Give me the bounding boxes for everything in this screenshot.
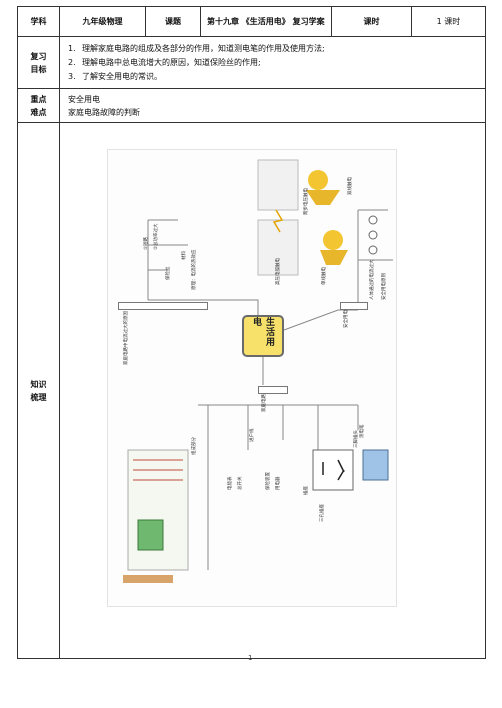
bottom-sub-item: 测电笔: [360, 424, 365, 439]
left-sub-item: 材料: [182, 251, 187, 260]
bottom-sub-item: 三脚插头: [354, 430, 359, 448]
goal-item: 2. 理解电路中总电流增大的原因，知道保险丝的作用;: [68, 57, 261, 67]
right-sub-item: 高压电弧触电: [276, 258, 281, 285]
branch-bottom-label: 家庭电路: [262, 394, 267, 412]
header-row: 学科 九年级物理 课题 第十九章 《生活用电》 复习学案 课时 1 课时: [17, 6, 486, 37]
bottom-sub-item: 总开关: [238, 476, 243, 491]
right-sub-item: 人体通过的电流过大: [370, 259, 375, 301]
key-points-row: 重点难点 安全用电 家庭电路故障的判断: [17, 88, 486, 123]
bottom-sub-item: 进户线: [250, 428, 255, 443]
center-node: 生活用电: [242, 315, 284, 357]
right-sub-item: 单线触电: [322, 267, 327, 285]
right-sub-item: 双线触电: [348, 177, 353, 195]
topic-label: 课题: [145, 6, 201, 37]
subject-label: 学科: [17, 6, 60, 37]
mind-map-lines: [123, 159, 393, 583]
branch-right-box: [340, 302, 368, 310]
key-points-label: 重点难点: [17, 88, 60, 123]
bottom-sub-item: 电能表: [228, 476, 233, 491]
mind-map: 家庭电路中电流过大的原因 安全用电 家庭电路 生活用电 ①短路 ②总功率过大 保…: [107, 149, 397, 607]
left-sub-item: 保险丝: [166, 266, 171, 281]
bottom-sub-item: 保险装置: [266, 472, 271, 490]
goals-content: 1. 理解家庭电路的组成及各部分的作用，知道测电笔的作用及使用方法; 2. 理解…: [59, 36, 486, 89]
knowledge-label: 知识梳理: [17, 122, 60, 659]
bottom-sub-item: 三孔插座: [320, 504, 325, 522]
goal-item: 3. 了解安全用电的常识。: [68, 71, 162, 81]
knowledge-row: 知识梳理: [17, 122, 486, 659]
topic-value: 第十九章 《生活用电》 复习学案: [200, 6, 332, 37]
right-sub-item: 安全用电原则: [382, 273, 387, 300]
key-point-item: 安全用电: [68, 94, 100, 104]
knowledge-content: 家庭电路中电流过大的原因 安全用电 家庭电路 生活用电 ①短路 ②总功率过大 保…: [59, 122, 486, 659]
bottom-sub-item: 组成部分: [192, 437, 197, 455]
branch-bottom-box: [258, 386, 288, 394]
branch-left-box: [118, 302, 208, 310]
bottom-sub-item: 插座: [304, 486, 309, 495]
lesson-plan-table: 学科 九年级物理 课题 第十九章 《生活用电》 复习学案 课时 1 课时 复习目…: [17, 6, 486, 659]
key-points-content: 安全用电 家庭电路故障的判断: [59, 88, 486, 123]
goal-item: 1. 理解家庭电路的组成及各部分的作用，知道测电笔的作用及使用方法;: [68, 43, 325, 53]
goals-label: 复习目标: [17, 36, 60, 89]
bottom-sub-item: 用电器: [276, 476, 281, 491]
right-sub-item: 跨步电压触电: [304, 188, 309, 215]
left-sub-item: 原理：电流的热效应: [192, 249, 197, 291]
goals-row: 复习目标 1. 理解家庭电路的组成及各部分的作用，知道测电笔的作用及使用方法; …: [17, 36, 486, 89]
page-number: 1: [248, 654, 253, 662]
branch-left-label: 家庭电路中电流过大的原因: [124, 311, 129, 365]
left-sub-item: ①短路: [144, 236, 149, 250]
branch-right-label: 安全用电: [344, 310, 349, 328]
left-sub-item: ②总功率过大: [154, 223, 159, 250]
period-label: 课时: [331, 6, 412, 37]
key-point-item: 家庭电路故障的判断: [68, 107, 140, 117]
period-value: 1 课时: [411, 6, 486, 37]
subject-value: 九年级物理: [59, 6, 146, 37]
